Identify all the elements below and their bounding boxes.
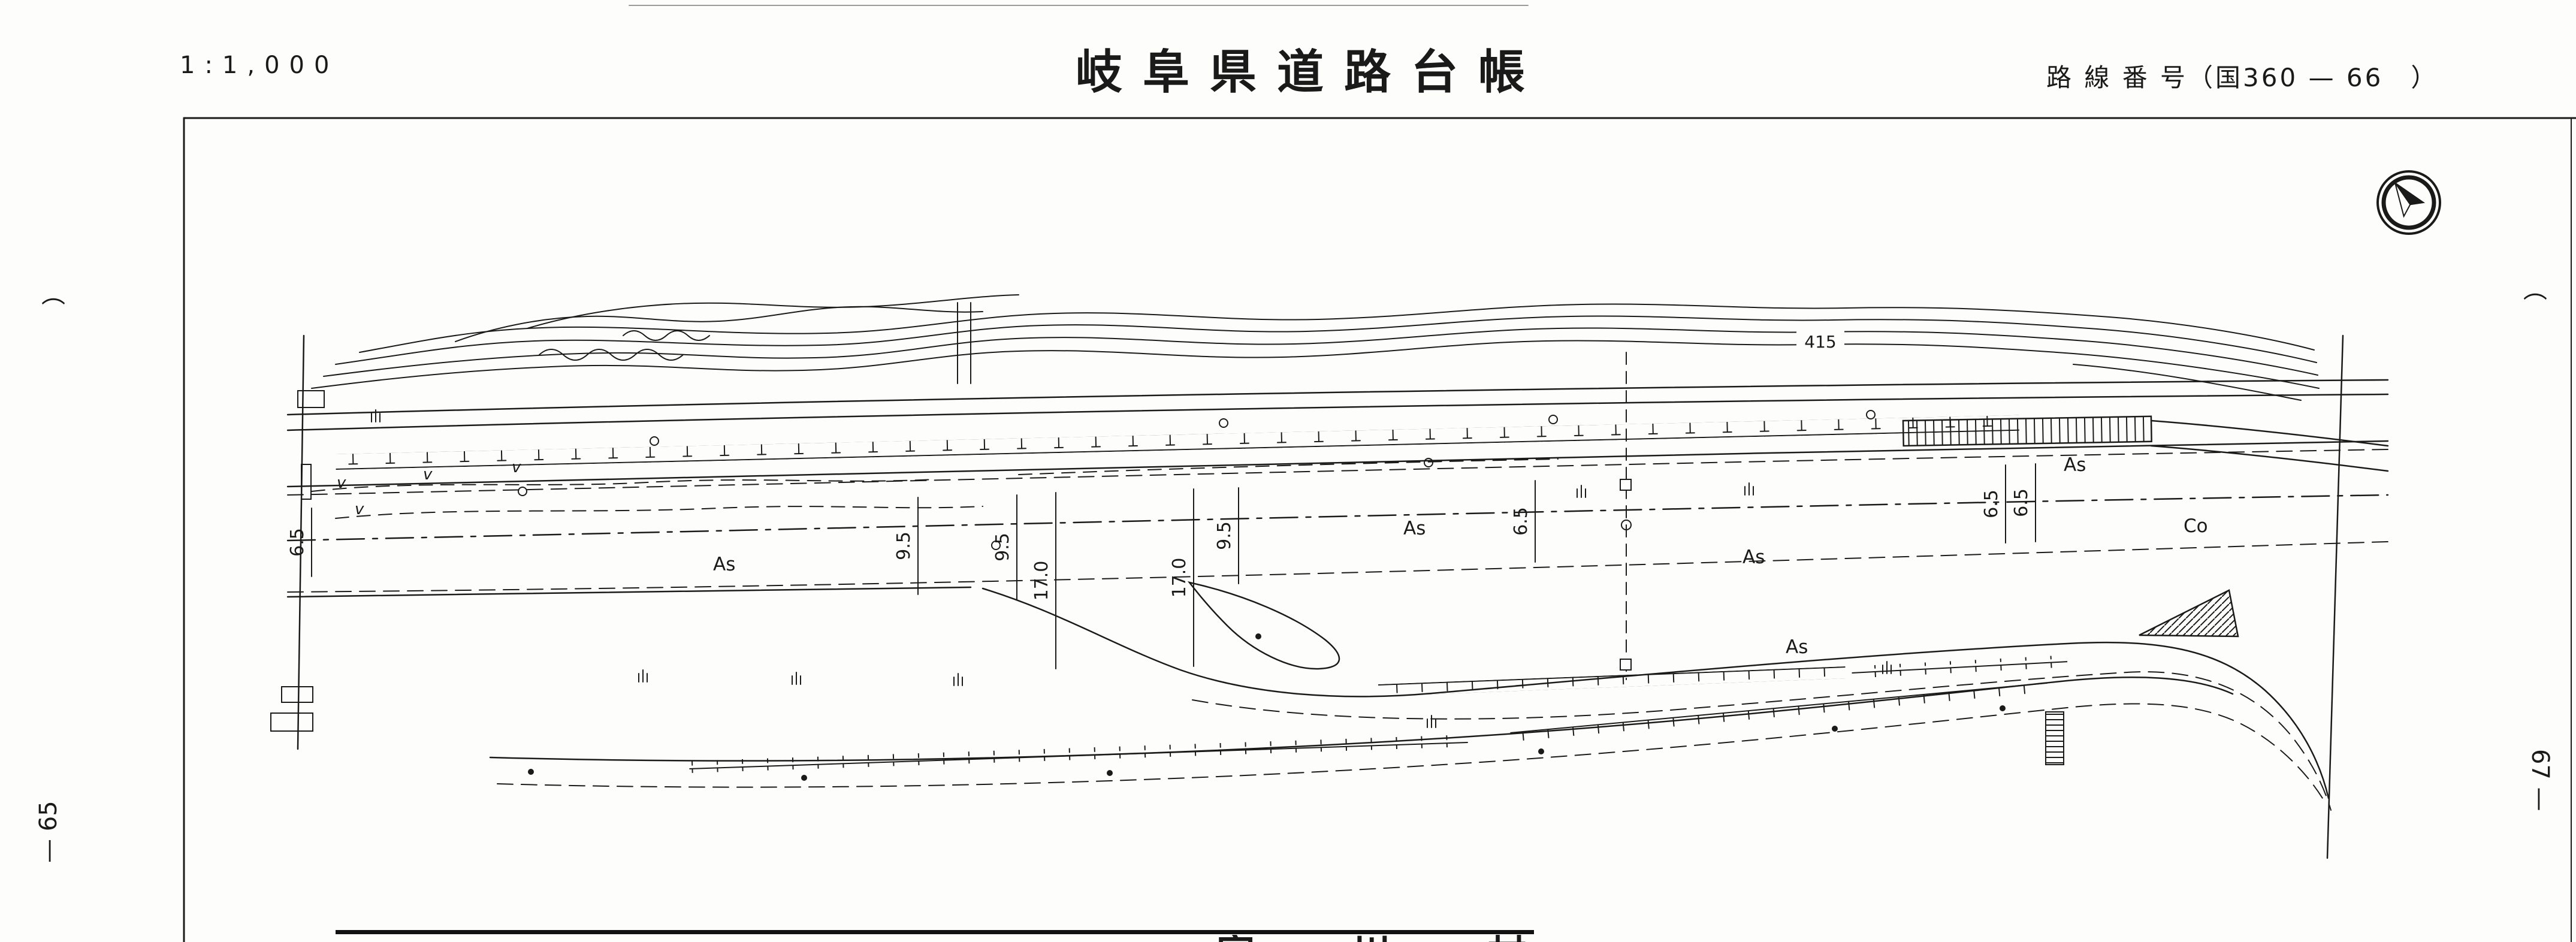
- section-match-line: [1620, 352, 1632, 680]
- surface-labels: As As As As As Co: [713, 454, 2208, 658]
- left-drawing-boundary: [270, 334, 325, 750]
- contour-elevation-label: 415: [1796, 331, 1844, 352]
- teardrop-island: [1187, 581, 1340, 670]
- pavement-label-concrete: Co: [2184, 515, 2208, 537]
- dimension-label: 6.5: [287, 528, 308, 557]
- dimension-label: 6.5: [2011, 488, 2032, 517]
- utility-pole-symbols: [371, 409, 1892, 728]
- dimension-label: 6.5: [1981, 490, 2002, 518]
- dimension-label: 17.0: [1169, 558, 1190, 598]
- pavement-label: As: [1743, 547, 1765, 568]
- dimension-label: 9.5: [1214, 521, 1235, 550]
- building-outline: [301, 464, 312, 500]
- fence-symbol-row: [336, 415, 2019, 470]
- building-outline: [270, 712, 313, 732]
- dimension-lines: [311, 463, 2036, 669]
- pavement-label: As: [713, 554, 735, 575]
- ramp-road-guardrail: [1378, 655, 2068, 696]
- map-scale-label: 1:1,000: [180, 52, 339, 79]
- pavement-label: As: [2064, 454, 2086, 476]
- vegetation-v-symbol: v: [355, 500, 364, 518]
- north-arrow-icon: [2376, 170, 2441, 235]
- pavement-label: As: [1403, 518, 1426, 539]
- bottom-road-post-dots: [528, 705, 2006, 781]
- vegetation-marks: v v v v: [337, 458, 521, 518]
- route-number-label: 路 線 番 号（国360 — 66 ）: [2046, 63, 2439, 92]
- upper-road-lines: [286, 379, 2389, 472]
- contour-lines: [311, 294, 2320, 401]
- retaining-wall-hatch-band: [1902, 415, 2152, 447]
- cut-off-location-title: 宮 川 村: [1216, 935, 1588, 942]
- bottom-road-guardrail: [689, 680, 2048, 773]
- dimension-label: 17.0: [1031, 561, 1052, 601]
- building-outline: [281, 686, 313, 703]
- slope-hatch-triangle: [2139, 589, 2239, 638]
- sheet-boundary-line: [2326, 334, 2344, 859]
- dimension-labels: 6.5 9.5 9.5 17.0 17.0 9.5 6.5 6.5 6.5: [287, 488, 2032, 600]
- main-road-edges: [286, 440, 2389, 598]
- dimension-label: 9.5: [992, 533, 1013, 561]
- sheet-frame: [183, 117, 2576, 942]
- steps-hatch-strip: [2045, 711, 2064, 765]
- title-block-top-border: [336, 930, 1534, 934]
- ramp-road: [982, 581, 2332, 811]
- manhole-symbols: [518, 410, 1876, 550]
- vegetation-v-symbol: v: [423, 466, 433, 484]
- road-centerline: [286, 494, 2389, 542]
- vegetation-v-symbol: v: [337, 474, 346, 492]
- pavement-label: As: [1786, 636, 1808, 658]
- dimension-label: 9.5: [893, 532, 914, 560]
- building-outline: [297, 390, 325, 408]
- page-title: 岐阜県道路台帳: [1076, 46, 1546, 99]
- contour-label-text: 415: [1804, 332, 1836, 352]
- field-boundary-dashed-lines: [311, 458, 1559, 519]
- vegetation-v-symbol: v: [512, 458, 521, 476]
- dimension-label: 6.5: [1511, 507, 1532, 536]
